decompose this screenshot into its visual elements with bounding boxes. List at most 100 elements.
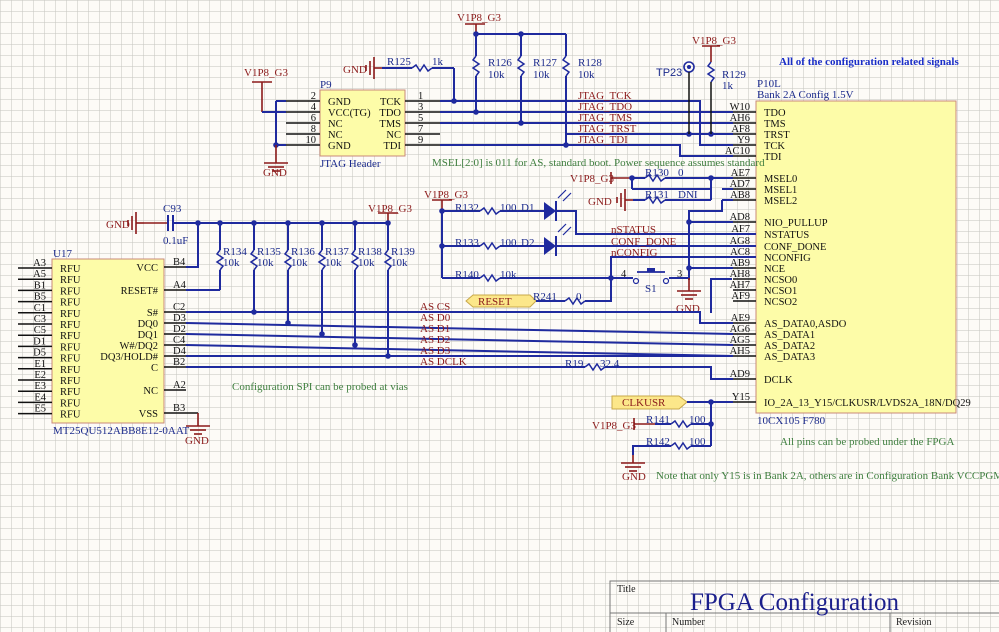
flash-pin-name: RFU (60, 365, 81, 376)
r139-ref: R139 (391, 246, 415, 258)
net-as-d0: AS D0 (420, 312, 451, 324)
flash-pin-name: RFU (60, 309, 81, 320)
fpga-pin-num: AG8 (730, 236, 750, 247)
fpga-pin-num: Y15 (732, 392, 750, 403)
r139-value: 10k (391, 257, 408, 269)
p9-pin-name: TCK (380, 97, 401, 108)
fpga-pin-name: IO_2A_13_Y15/CLKUSR/LVDS2A_18N/DQ29 (764, 398, 971, 409)
flash-pin-num: B5 (34, 292, 46, 303)
title-label: Title (617, 584, 636, 595)
fpga-pin-name: TCK (764, 141, 785, 152)
d2-ref: D2 (521, 237, 534, 249)
fpga-pin-num: AF9 (731, 291, 750, 302)
resistor-r135 (249, 249, 259, 271)
net-jtag-tms: JTAG_TMS (578, 112, 632, 124)
fpga-pin-num: AB8 (730, 190, 750, 201)
net-jtag-tdi: JTAG_TDI (578, 134, 628, 146)
flash-pin-name: S# (147, 308, 159, 319)
p9-pin-num: 1 (418, 91, 423, 102)
flash-pin-name: RESET# (121, 286, 159, 297)
fpga-pin-name: MSEL0 (764, 174, 797, 185)
fpga-pin-num: AC8 (730, 247, 750, 258)
r126-ref: R126 (488, 57, 512, 69)
fpga-pin-name: AS_DATA2 (764, 341, 815, 352)
r130-value: 0 (678, 167, 684, 179)
fpga-pin-name: CONF_DONE (764, 242, 826, 253)
r129-value: 1k (722, 80, 734, 92)
fpga-pin-name: MSEL2 (764, 196, 797, 207)
p9-pin-num: 2 (311, 91, 316, 102)
tp23-ref: TP23 (656, 67, 682, 79)
r137-ref: R137 (325, 246, 349, 258)
r19-value: 32.4 (600, 358, 620, 370)
net-jtag-tck: JTAG_TCK (578, 90, 632, 102)
fpga-part: 10CX105 F780 (757, 415, 826, 427)
p9-pin-num: 10 (306, 135, 317, 146)
reset-port[interactable]: RESET (465, 294, 537, 308)
flash-pin-num: C4 (173, 335, 186, 346)
net-conf-done: CONF_DONE (611, 236, 677, 248)
fpga-pin-num: AB9 (730, 258, 750, 269)
fpga-pin-name: TRST (764, 130, 790, 141)
flash-pin-name: DQ1 (138, 330, 158, 341)
flash-ref: U17 (53, 248, 72, 260)
fpga-pin-num: AG5 (730, 335, 750, 346)
p9-pin-name: GND (328, 141, 351, 152)
clkusr-port[interactable]: CLKUSR (611, 395, 688, 410)
fpga-pin-num: AE9 (731, 313, 750, 324)
number-label: Number (672, 617, 705, 628)
jtag-header-ref: P9 (320, 79, 332, 91)
fpga-pin-num: AD8 (730, 212, 750, 223)
fpga-pin-num: AG6 (730, 324, 750, 335)
fpga-pin-name: AS_DATA0,ASDO (764, 319, 847, 330)
flash-pin-num: E3 (34, 381, 46, 392)
flash-pin-num: E4 (34, 392, 46, 403)
gnd-label-s1: GND (676, 303, 700, 315)
fpga-pin-num: AH8 (730, 269, 750, 280)
flash-pin-num: C1 (34, 303, 46, 314)
as-wire (186, 311, 733, 324)
note-config-signals: All of the configuration related signals (779, 56, 959, 68)
resistor-r136 (283, 249, 293, 271)
gnd-label-r131: GND (588, 196, 612, 208)
flash-pin-name: RFU (60, 286, 81, 297)
gnd-label-clkusr: GND (622, 471, 646, 483)
fpga-pin-name: MSEL1 (764, 185, 797, 196)
as-wire (185, 322, 734, 335)
p9-pin-name: NC (386, 130, 401, 141)
fpga-pin-name: NCSO1 (764, 286, 797, 297)
flash-pin-name: RFU (60, 331, 81, 342)
fpga-pin-num: AH7 (730, 280, 750, 291)
net-as-d1: AS D1 (420, 323, 450, 335)
as-wire (605, 366, 733, 380)
flash-pin-name: W#/DQ2 (120, 341, 159, 352)
fpga-pin-num: AF8 (731, 124, 750, 135)
v1p8-label-p9: V1P8_G3 (244, 67, 289, 79)
flash-pin-num: A3 (33, 258, 46, 269)
r137-value: 10k (325, 257, 342, 269)
flash-pin-num: A2 (173, 380, 186, 391)
gnd-label-flash: GND (185, 435, 209, 447)
flash-pin-num: B1 (34, 280, 46, 291)
resistor-r138 (350, 249, 360, 271)
d1-ref: D1 (521, 202, 534, 214)
note-spi-probe: Configuration SPI can be probed at vias (232, 381, 408, 393)
s1-pin-4: 4 (621, 269, 627, 280)
note-bank: Note that only Y15 is in Bank 2A, others… (656, 470, 999, 482)
net-as-d3: AS D3 (420, 345, 451, 357)
flash-pin-name: RFU (60, 354, 81, 365)
fpga-pin-name: NSTATUS (764, 230, 809, 241)
fpga-pin-name: DCLK (764, 375, 793, 386)
fpga-pin-num: AH5 (730, 346, 750, 357)
net-nstatus: nSTATUS (611, 224, 656, 236)
p9-pin-num: 3 (418, 102, 423, 113)
flash-pin-name: RFU (60, 376, 81, 387)
r130-ref: R130 (645, 167, 669, 179)
v1p8-label-msel: V1P8_G3 (570, 173, 615, 185)
p9-pin-name: TDI (384, 141, 402, 152)
flash-pin-name: RFU (60, 264, 81, 275)
flash-pin-name: NC (143, 386, 158, 397)
flash-pin-name: RFU (60, 410, 81, 421)
